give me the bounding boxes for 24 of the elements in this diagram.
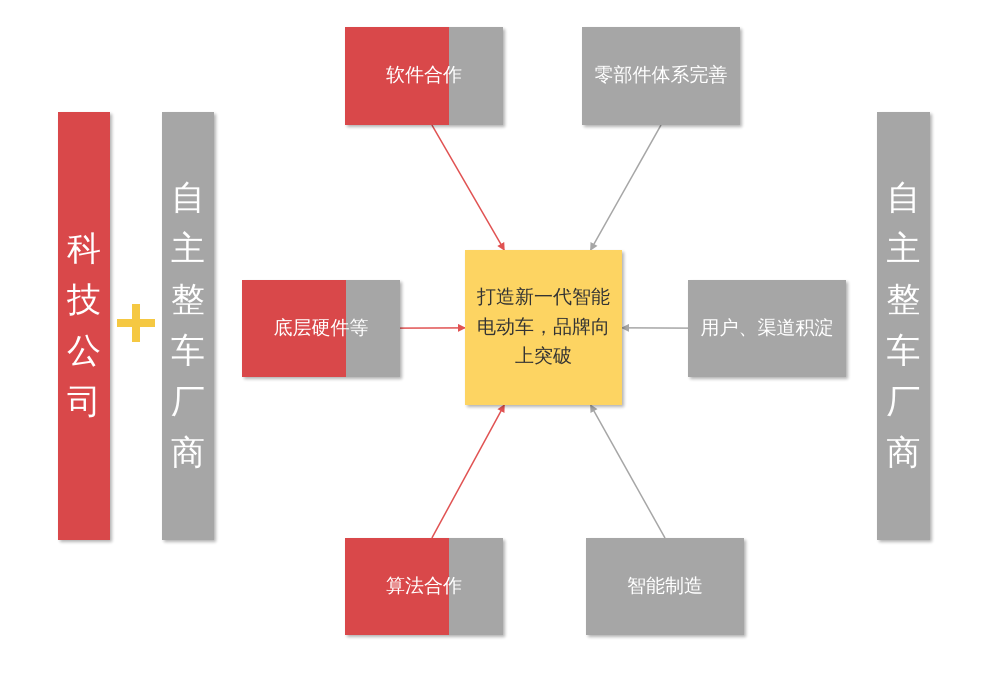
arrow: [431, 124, 505, 251]
node-label: 自主整车厂商: [171, 177, 205, 475]
process-box: [242, 280, 400, 377]
goal-box: [465, 250, 622, 405]
vertical-bar: [877, 112, 930, 540]
node-label: 智能制造: [626, 574, 704, 599]
vertical-bar: [162, 112, 214, 540]
node-label: 零部件体系完善: [594, 63, 728, 88]
arrow: [590, 124, 662, 251]
node-label: 科技公司: [67, 228, 101, 424]
process-box: [345, 538, 503, 635]
arrow: [400, 324, 466, 332]
process-box: [688, 280, 846, 377]
process-box: [582, 27, 740, 125]
node-label: 自主整车厂商: [886, 177, 920, 475]
process-box: [586, 538, 744, 635]
arrow: [621, 324, 688, 332]
arrow: [431, 404, 505, 538]
node-label: 底层硬件等: [272, 316, 370, 341]
node-label: 打造新一代智能电动车，品牌向上突破: [476, 285, 611, 370]
node-label: 用户、渠道积淀: [700, 316, 834, 341]
arrow: [590, 404, 666, 538]
vertical-bar: [58, 112, 110, 540]
process-box: [345, 27, 503, 125]
